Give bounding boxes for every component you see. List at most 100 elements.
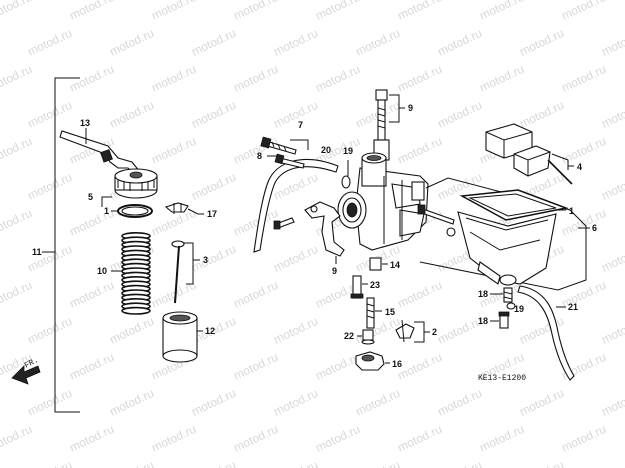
watermark-text: motod.ru [599, 242, 625, 275]
watermark-text: motod.ru [149, 62, 198, 95]
part-1-gasket [459, 189, 569, 221]
callout-17: 17 [207, 209, 217, 219]
part-4-filters [485, 123, 574, 185]
part-16-float [355, 351, 390, 371]
callout-19-upper: 19 [343, 146, 353, 156]
watermark-text: motod.ru [0, 62, 34, 95]
watermark-text: motod.ru [107, 386, 156, 419]
watermark-text: motod.ru [25, 314, 74, 347]
watermark-text: motod.ru [231, 422, 280, 455]
part-18-19-bolts [490, 287, 516, 329]
watermark-text: motod.ru [189, 386, 238, 419]
watermark-text: motod.ru [107, 98, 156, 131]
watermark-text: motod.ru [395, 422, 444, 455]
watermark-text: motod.ru [559, 422, 608, 455]
watermark-text: motod.ru [189, 98, 238, 131]
watermark-text: motod.ru [231, 62, 280, 95]
spring-coil [121, 306, 151, 315]
callout-16: 16 [392, 359, 402, 369]
part-5-carburetor-cap [101, 168, 158, 207]
callout-7: 7 [298, 120, 303, 130]
watermark-text: motod.ru [25, 26, 74, 59]
watermark-text: motod.ru [149, 0, 198, 23]
watermark-text: motod.ru [477, 422, 526, 455]
watermark-text: motod.ru [67, 350, 116, 383]
watermark-text: motod.ru [25, 98, 74, 131]
watermark-text: motod.ru [353, 26, 402, 59]
callout-15: 15 [385, 307, 395, 317]
watermark-text: motod.ru [107, 458, 156, 468]
callout-12: 12 [205, 326, 215, 336]
watermark-text: motod.ru [395, 0, 444, 23]
watermark-text: motod.ru [517, 26, 566, 59]
watermark-text: motod.ru [189, 458, 238, 468]
diagram-reference: KE13-E1200 [478, 374, 526, 383]
callout-5: 5 [88, 192, 93, 202]
watermark-text: motod.ru [559, 134, 608, 167]
watermark-text: motod.ru [149, 134, 198, 167]
callout-22: 22 [344, 331, 354, 341]
watermark-text: motod.ru [477, 0, 526, 23]
watermark-text: motod.ru [477, 62, 526, 95]
part-22-jet [357, 329, 375, 345]
watermark-text: motod.ru [313, 350, 362, 383]
watermark-text: motod.ru [67, 422, 116, 455]
watermark-text: motod.ru [189, 170, 238, 203]
watermark-text: motod.ru [271, 314, 320, 347]
watermark-text: motod.ru [271, 98, 320, 131]
watermark-text: motod.ru [313, 62, 362, 95]
watermark-text: motod.ru [353, 458, 402, 468]
watermark-text: motod.ru [0, 134, 34, 167]
part-float-chamber [457, 211, 557, 286]
watermark-text: motod.ru [559, 0, 608, 23]
watermark-text: motod.ru [395, 62, 444, 95]
part-21-tube [517, 285, 575, 381]
watermark-text: motod.ru [25, 458, 74, 468]
part-14-jet-holder [369, 257, 388, 271]
watermark-text: motod.ru [353, 314, 402, 347]
watermark-text: motod.ru [435, 314, 484, 347]
watermark-text: motod.ru [25, 170, 74, 203]
watermark-text: motod.ru [189, 242, 238, 275]
watermark-text: motod.ru [395, 134, 444, 167]
front-direction-arrow [11, 365, 41, 385]
watermark-text: motod.ru [107, 26, 156, 59]
watermark-text: motod.ru [271, 458, 320, 468]
callout-8: 8 [257, 151, 262, 161]
callout-23: 23 [370, 280, 380, 290]
watermark-text: motod.ru [0, 422, 34, 455]
watermark-text: motod.ru [107, 314, 156, 347]
callout-20: 20 [321, 145, 331, 155]
watermark-text: motod.ru [313, 422, 362, 455]
callout-19-lower: 19 [514, 304, 524, 314]
watermark-text: motod.ru [149, 422, 198, 455]
watermark-text: motod.ru [231, 206, 280, 239]
watermark-text: motod.ru [231, 278, 280, 311]
callout-21: 21 [568, 302, 578, 312]
part-10-spring [121, 232, 151, 315]
watermark-text: motod.ru [271, 26, 320, 59]
watermark-text: motod.ru [517, 98, 566, 131]
callout-2: 2 [432, 327, 437, 337]
watermark-text: motod.ru [313, 0, 362, 23]
watermark-text: motod.ru [435, 98, 484, 131]
group-outline-6 [419, 177, 590, 291]
watermark-text: motod.ru [559, 278, 608, 311]
part-2-float-valve [395, 319, 430, 343]
watermark-text: motod.ru [517, 386, 566, 419]
group-bracket-11 [42, 77, 80, 413]
watermark-text: motod.ru [599, 26, 625, 59]
watermark-text: motod.ru [435, 386, 484, 419]
watermark-text: motod.ru [395, 278, 444, 311]
part-1-o-ring-left [111, 204, 153, 218]
callout-1-right: 1 [569, 206, 574, 216]
watermark-text: motod.ru [231, 0, 280, 23]
callout-6: 6 [592, 223, 597, 233]
watermark-text: motod.ru [435, 26, 484, 59]
watermark-text: motod.ru [67, 278, 116, 311]
part-17-needle-clip [164, 202, 204, 215]
watermark-text: motod.ru [599, 386, 625, 419]
watermark-text: motod.ru [149, 278, 198, 311]
part-12-throttle-valve [162, 311, 203, 363]
callout-14: 14 [390, 260, 400, 270]
